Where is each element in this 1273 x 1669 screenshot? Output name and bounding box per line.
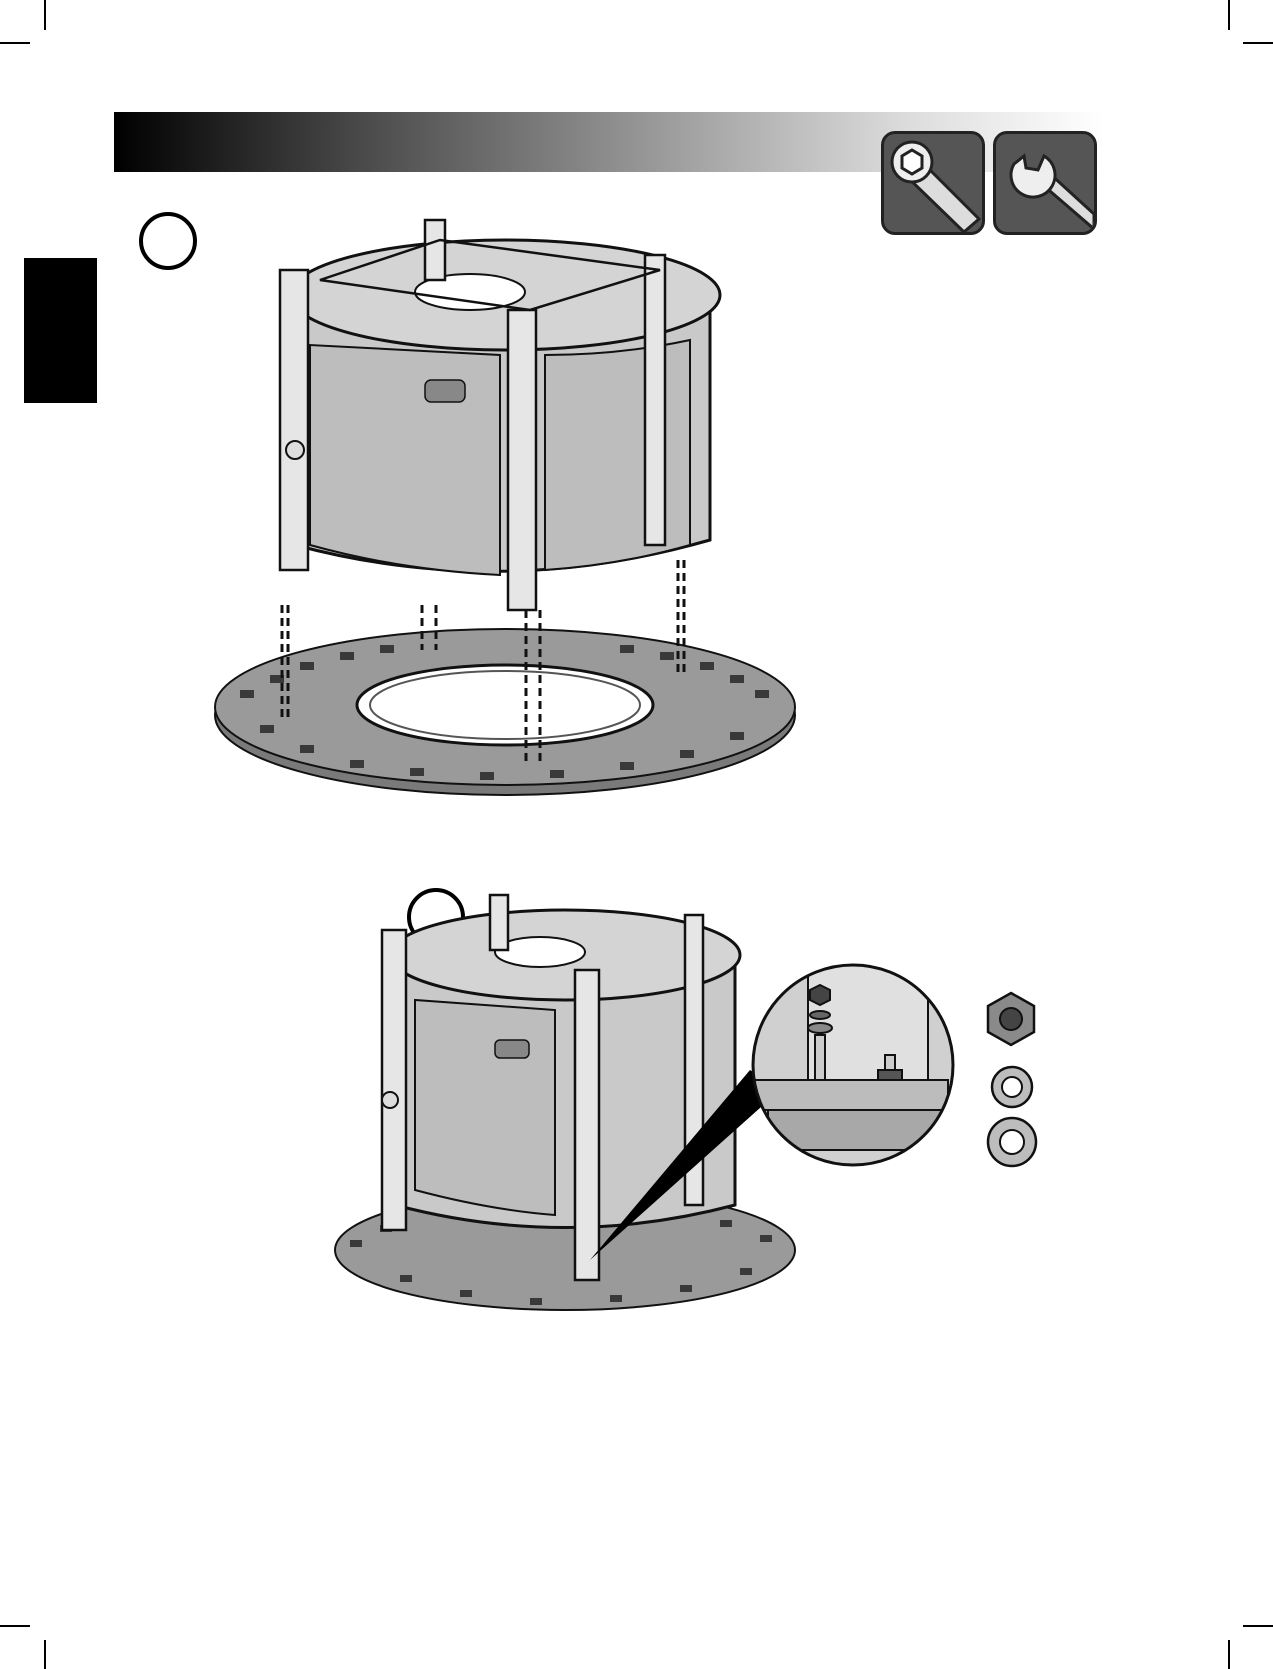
crop-mark <box>0 1625 30 1627</box>
tool-tile-hex-key <box>881 131 985 235</box>
crop-mark <box>1228 1640 1230 1669</box>
fire-pit-assembled-on-base-illustration <box>320 890 810 1320</box>
crop-mark <box>1228 0 1230 30</box>
side-tab <box>24 258 97 403</box>
bolt-nut-washer-detail-icon <box>748 960 958 1170</box>
tool-tile-wrench <box>993 131 1097 235</box>
wrench-icon <box>996 134 1094 232</box>
hex-nut-icon <box>982 990 1040 1048</box>
crop-mark <box>1243 1625 1273 1627</box>
crop-mark <box>44 1640 46 1669</box>
flat-washer-icon <box>985 1115 1039 1169</box>
fire-pit-lowering-onto-base-illustration <box>200 210 810 800</box>
lock-washer-icon <box>988 1063 1036 1111</box>
crop-mark <box>0 42 30 44</box>
hex-key-icon <box>884 134 982 232</box>
crop-mark <box>1243 42 1273 44</box>
crop-mark <box>44 0 46 30</box>
step-number-circle <box>139 212 197 270</box>
